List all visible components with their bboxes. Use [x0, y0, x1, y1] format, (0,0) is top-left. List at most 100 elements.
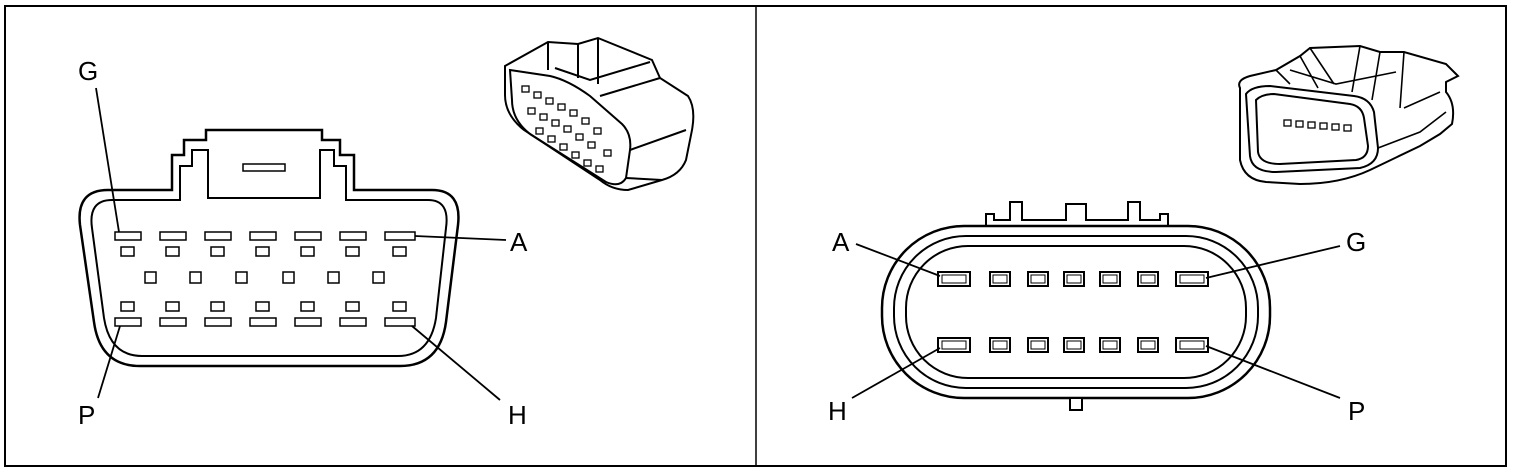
terminal [384, 317, 416, 327]
left-3d-pins [521, 85, 612, 173]
right-3d-top-ribs [1275, 45, 1447, 149]
left-3d-latch [547, 38, 651, 84]
terminal [249, 317, 277, 327]
left-3d-side [599, 77, 687, 181]
terminal-inset [1179, 274, 1205, 284]
right-top-latch [985, 201, 1169, 228]
terminal [535, 127, 544, 135]
right-3d-pins [1283, 119, 1352, 132]
terminal [255, 246, 270, 257]
terminal-inset [1179, 340, 1205, 350]
terminal [571, 151, 580, 159]
terminal [603, 149, 612, 157]
leader-line-h [851, 347, 941, 399]
terminal [527, 107, 536, 115]
terminal [595, 165, 604, 173]
leader-line-p [1205, 345, 1341, 399]
right-3d-body [1238, 44, 1460, 186]
terminal [189, 271, 202, 284]
terminal [144, 271, 157, 284]
terminal-inset [1066, 274, 1082, 284]
right-panel: A G H P [828, 44, 1460, 426]
terminal [159, 231, 187, 241]
terminal [339, 231, 367, 241]
terminal-inset [941, 340, 967, 350]
terminal [547, 135, 556, 143]
terminal [1175, 337, 1209, 353]
terminal-inset [1030, 340, 1046, 350]
leader-line-p [97, 325, 121, 399]
left-panel: G A P H [78, 36, 695, 430]
terminal [559, 143, 568, 151]
terminal [1343, 124, 1352, 132]
right-bottom-key [1069, 397, 1083, 411]
right-3d-front-inner [1254, 92, 1370, 166]
terminal [204, 317, 232, 327]
left-connector-3d-view [504, 36, 695, 192]
terminal [593, 127, 602, 135]
pin-label-top-right: G [1346, 227, 1366, 257]
terminal [165, 301, 180, 312]
terminal [210, 301, 225, 312]
terminal-inset [1030, 274, 1046, 284]
pin-label-bottom-right: H [508, 400, 527, 430]
terminal-inset [1140, 274, 1156, 284]
terminal [165, 246, 180, 257]
left-bottom-wide-terminals [114, 317, 416, 327]
terminal [563, 125, 572, 133]
terminal [120, 246, 135, 257]
terminal [210, 246, 225, 257]
leader-line-a [855, 243, 941, 277]
terminal-inset [992, 274, 1008, 284]
terminal [249, 231, 277, 241]
terminal [551, 119, 560, 127]
terminal-inset [1102, 274, 1118, 284]
right-connector-3d-view [1238, 44, 1460, 186]
leader-line-g [95, 87, 120, 233]
terminal [294, 231, 322, 241]
pin-label-bottom-left: P [78, 400, 95, 430]
left-connector-face-inner [90, 149, 448, 357]
terminal [581, 117, 590, 125]
terminal [1295, 120, 1304, 128]
terminal [1175, 271, 1209, 287]
terminal-inset [1066, 340, 1082, 350]
pin-label-bottom-right: P [1348, 396, 1365, 426]
terminal [235, 271, 248, 284]
terminal [327, 271, 340, 284]
terminal [587, 141, 596, 149]
leader-line-a [414, 235, 507, 241]
terminal [392, 301, 407, 312]
left-latch-slot [242, 163, 286, 172]
terminal [392, 246, 407, 257]
leader-line-g [1205, 245, 1341, 279]
terminal [1319, 122, 1328, 130]
terminal [539, 113, 548, 121]
left-bottom-small-terminals [120, 301, 407, 312]
terminal [204, 231, 232, 241]
terminal [533, 91, 542, 99]
terminal [345, 246, 360, 257]
terminal [1307, 121, 1316, 129]
right-bottom-terminal-insets [941, 340, 1205, 350]
terminal [384, 231, 416, 241]
terminal [1331, 123, 1340, 131]
terminal [339, 317, 367, 327]
terminal [569, 109, 578, 117]
terminal [937, 271, 971, 287]
leader-line-h [411, 325, 501, 401]
right-leader-lines [851, 243, 1341, 399]
terminal [300, 246, 315, 257]
terminal [120, 301, 135, 312]
right-connector-face-mid [893, 235, 1259, 389]
terminal-inset [1102, 340, 1118, 350]
left-middle-terminals [144, 271, 385, 284]
left-leader-lines [95, 87, 507, 401]
terminal-inset [1140, 340, 1156, 350]
pin-label-bottom-left: H [828, 396, 847, 426]
terminal [372, 271, 385, 284]
terminal [294, 317, 322, 327]
terminal [114, 317, 142, 327]
terminal [545, 97, 554, 105]
